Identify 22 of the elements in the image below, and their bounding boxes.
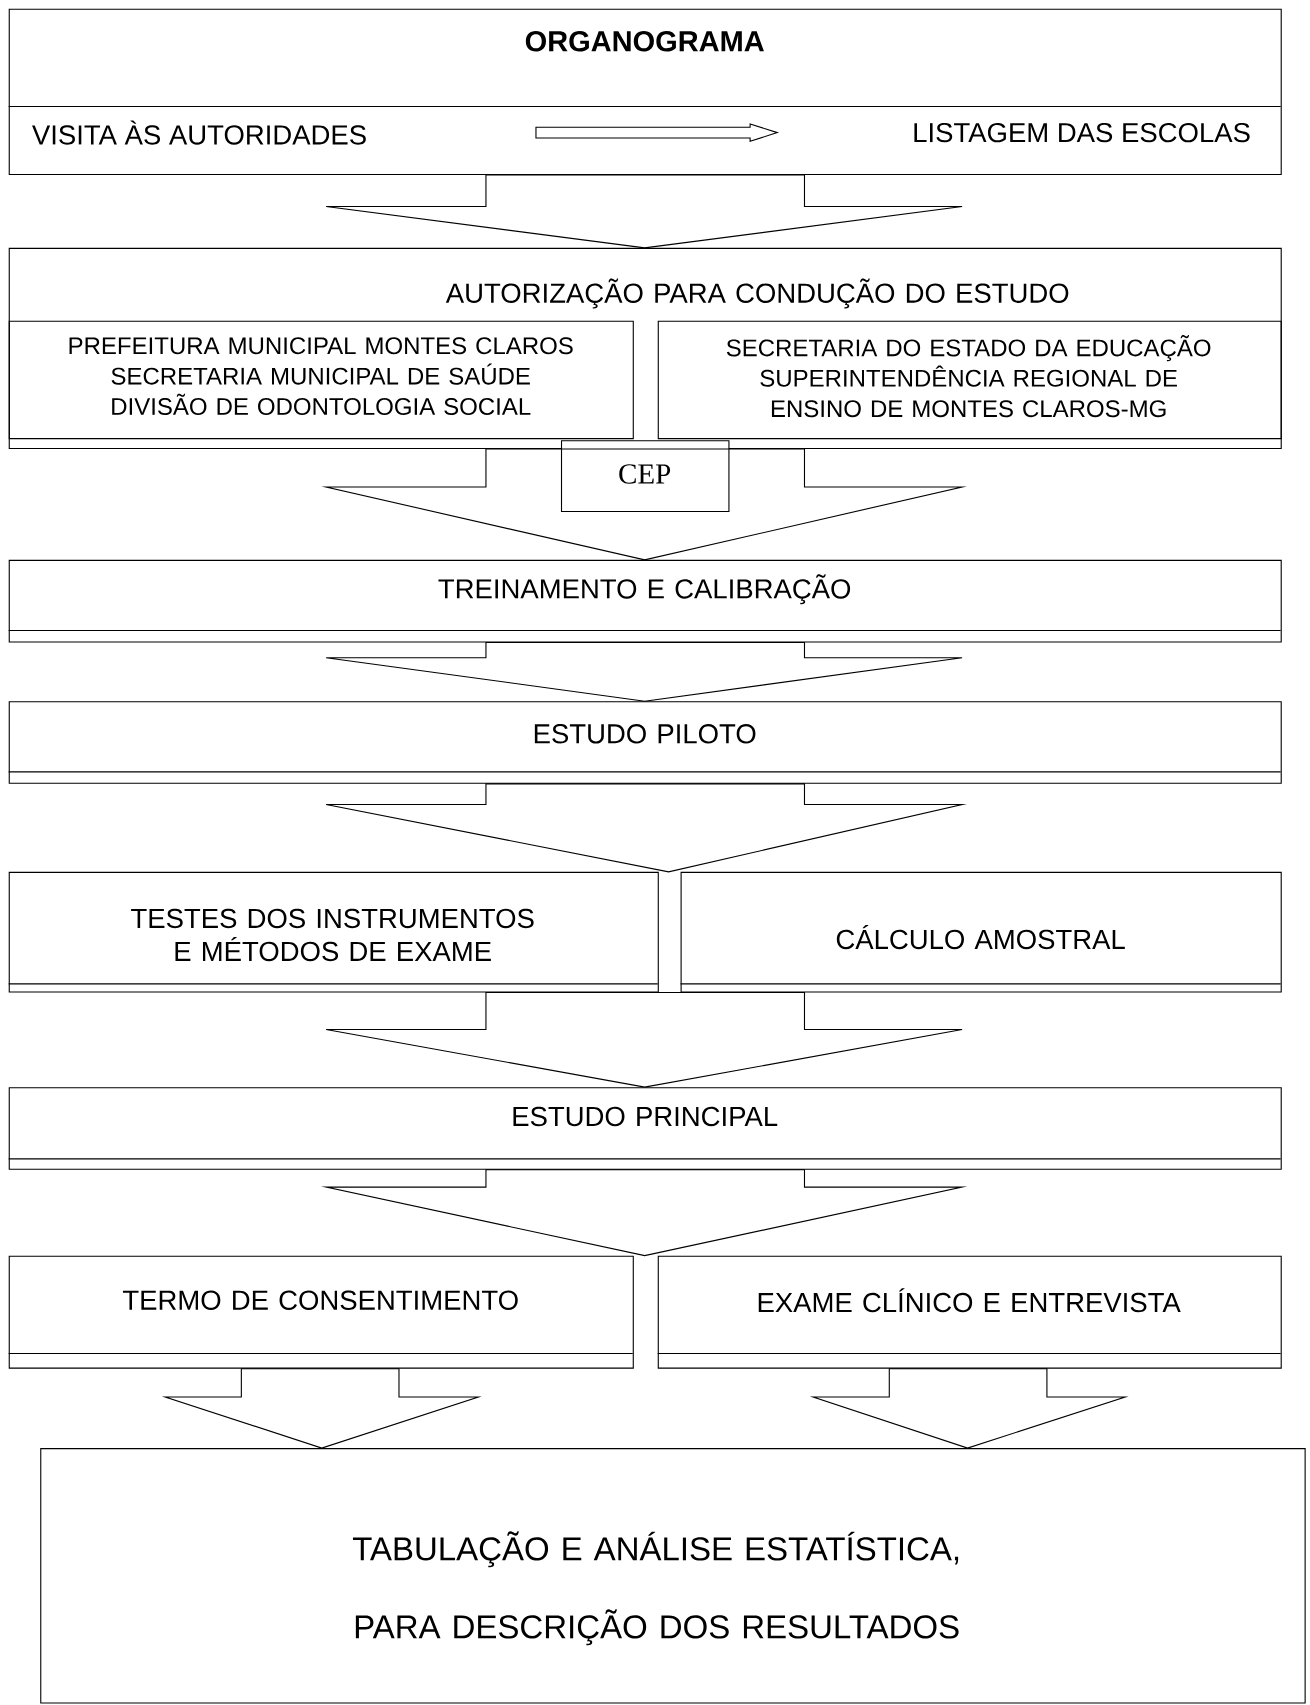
hollow-arrow — [321, 448, 967, 561]
hollow-arrow — [161, 1368, 482, 1449]
flow-box: TERMO DE CONSENTIMENTO — [8, 1255, 634, 1369]
hollow-arrow — [325, 992, 963, 1088]
text-label: LISTAGEM DAS ESCOLAS — [914, 122, 1250, 143]
text-label: VISITA ÀS AUTORIDADES — [32, 120, 366, 145]
flow-box: TABULAÇÃO E ANÁLISE ESTATÍSTICA, PARA DESCRIÇÃO DOS RESULTADOS — [40, 1448, 1306, 1704]
flow-box: CÁLCULO AMOSTRAL — [680, 871, 1282, 993]
flow-box: ESTUDO PILOTO — [8, 701, 1282, 784]
hollow-arrow — [535, 123, 780, 143]
hollow-arrow — [325, 641, 963, 702]
cell-box: PREFEITURA MUNICIPAL MONTES CLAROS SECRETARIA MUNICIPAL DE SAÚDE DIVISÃO DE ODONTOLOGIA SOCIAL — [8, 320, 634, 440]
cep-box: CEP — [560, 440, 730, 513]
flow-box: TREINAMENTO E CALIBRAÇÃO — [8, 559, 1282, 643]
flow-box: ESTUDO PRINCIPAL — [8, 1087, 1282, 1170]
cell-box: SECRETARIA DO ESTADO DA EDUCAÇÃO SUPERINTENDÊNCIA REGIONAL DE ENSINO DE MONTES CLAROS-MG — [657, 320, 1282, 440]
hollow-arrow — [325, 783, 967, 873]
flow-box: TESTES DOS INSTRUMENTOS E MÉTODOS DE EXAME — [8, 871, 659, 993]
hollow-arrow — [320, 1169, 968, 1257]
flow-box: EXAME CLÍNICO E ENTREVISTA — [657, 1255, 1282, 1369]
hollow-arrow — [325, 174, 963, 249]
hollow-arrow — [809, 1368, 1129, 1449]
